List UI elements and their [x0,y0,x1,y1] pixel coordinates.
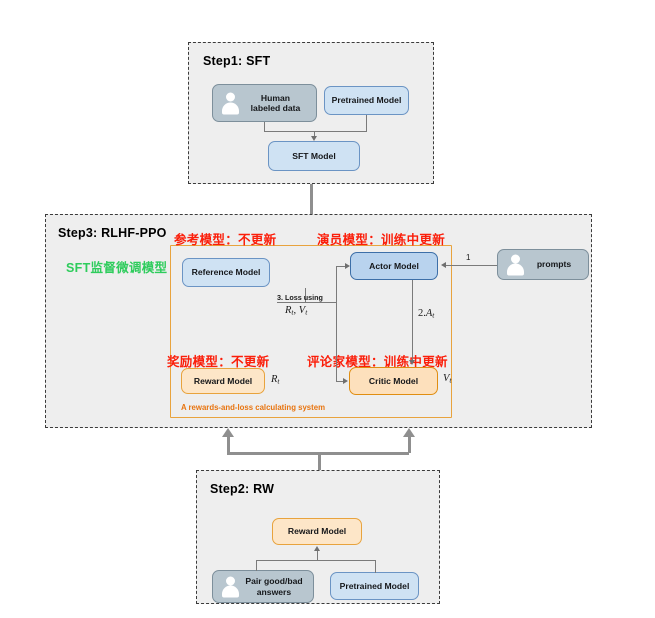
edge-label-2: 2.At [418,308,435,320]
arrow-actor-to-critic [409,360,415,365]
step1-title: Step1: SFT [203,54,271,68]
edge-step2-right-riser [408,436,411,453]
arrow-prompts-to-actor [441,261,446,268]
rewards-loss-system-caption: A rewards-and-loss calculating system [181,403,326,412]
edge-label-1: 1 [466,253,471,262]
node-reward-model-step2[interactable]: Reward Model [272,518,362,545]
node-prompts[interactable]: prompts [497,249,589,280]
node-pretrained-model[interactable]: Pretrained Model [324,86,409,115]
arrow-loss-to-actor [345,262,350,269]
node-critic-model[interactable]: Critic Model [349,367,438,395]
node-reference-model[interactable]: Reference Model [182,258,270,287]
edge-loss-path-h-bottom [336,381,346,383]
person-icon [222,576,239,598]
node-actor-model[interactable]: Actor Model [350,252,438,280]
edge-human-down [264,122,266,132]
arrow-step2-to-reward [314,546,320,551]
annotation-reference-model: 参考模型：不更新 [174,233,277,247]
node-label: prompts [536,259,572,270]
edge-loss-path-v [336,266,338,381]
node-reward-model[interactable]: Reward Model [181,368,265,394]
annotation-sft-model: SFT监督微调模型 [66,261,168,275]
edge-step1-to-sft [314,131,316,137]
edge-pair-up [256,560,258,571]
edge-loss-path-h-top [336,266,348,268]
value-output-label: Vt [443,373,452,385]
annotation-actor-model: 演员模型：训练中更新 [317,233,446,247]
node-pretrained-model-step2[interactable]: Pretrained Model [330,572,419,600]
node-sft-model[interactable]: SFT Model [268,141,360,171]
edge-step2-left-riser [227,436,230,453]
rewards-loss-system-frame [170,245,452,418]
step3-title: Step3: RLHF-PPO [58,226,167,240]
edge-label-3-math: Rt, Vt [285,305,308,317]
edge-loss-underline [277,302,336,304]
edge-pretrained2-up [375,560,377,573]
edge-actor-to-critic [412,280,414,362]
edge-step2-to-bus [318,452,321,470]
arrow-step2-to-step3-right [403,428,415,437]
reward-output-label: Rt [271,374,280,386]
annotation-reward-model: 奖励模型：不更新 [167,355,270,369]
edge-step2-to-reward [317,551,319,561]
edge-step1-to-step3 [310,184,313,214]
person-icon [507,254,524,276]
edge-prompts-to-actor [446,265,497,267]
edge-loss-riser-left [305,288,307,302]
step2-title: Step2: RW [210,482,275,496]
edge-pretrained-down [366,115,368,132]
arrow-step1-to-sft [311,136,317,141]
edge-label-3: 3. Loss using [277,293,323,302]
arrow-loss-to-critic [343,377,348,384]
edge-step1-merge [264,131,367,133]
edge-step2-merge [256,560,376,562]
arrow-step2-to-step3-left [222,428,234,437]
person-icon [222,92,239,114]
